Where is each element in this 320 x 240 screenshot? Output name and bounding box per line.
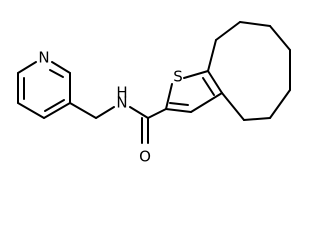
atom-labels: N S N H O [38,49,182,166]
bond [243,117,271,121]
bond [190,92,223,113]
amide-hydrogen-label: H [116,84,127,102]
bond [165,83,173,110]
bond [43,102,71,119]
bond [169,102,189,106]
bond [221,92,245,121]
bond [202,77,215,96]
bond [207,70,223,94]
thiophene-sulfur-label: S [173,68,183,86]
bond [269,25,291,51]
bond [215,21,241,41]
bond [17,61,37,74]
cyclooctane-ring [207,21,291,121]
bond [269,89,291,119]
bond [49,69,64,78]
bond [147,108,167,119]
molecule-structure: N S N H O [17,21,291,166]
amide-linker [69,102,167,144]
pyridine-nitrogen-label: N [38,49,49,67]
bond [183,70,209,79]
bond [95,106,115,119]
bond [129,106,149,119]
carbonyl-oxygen-label: O [139,148,151,166]
bond [44,99,65,112]
bond [239,21,271,27]
bond [51,61,71,74]
amide-nitrogen-label: N [116,94,127,112]
pyridine-ring [17,61,71,119]
bond [207,39,217,72]
molecule-diagram: N S N H O [17,21,291,166]
bond [17,102,45,119]
thiophene-ring [165,70,223,113]
bond [165,108,192,113]
bond [69,102,97,119]
